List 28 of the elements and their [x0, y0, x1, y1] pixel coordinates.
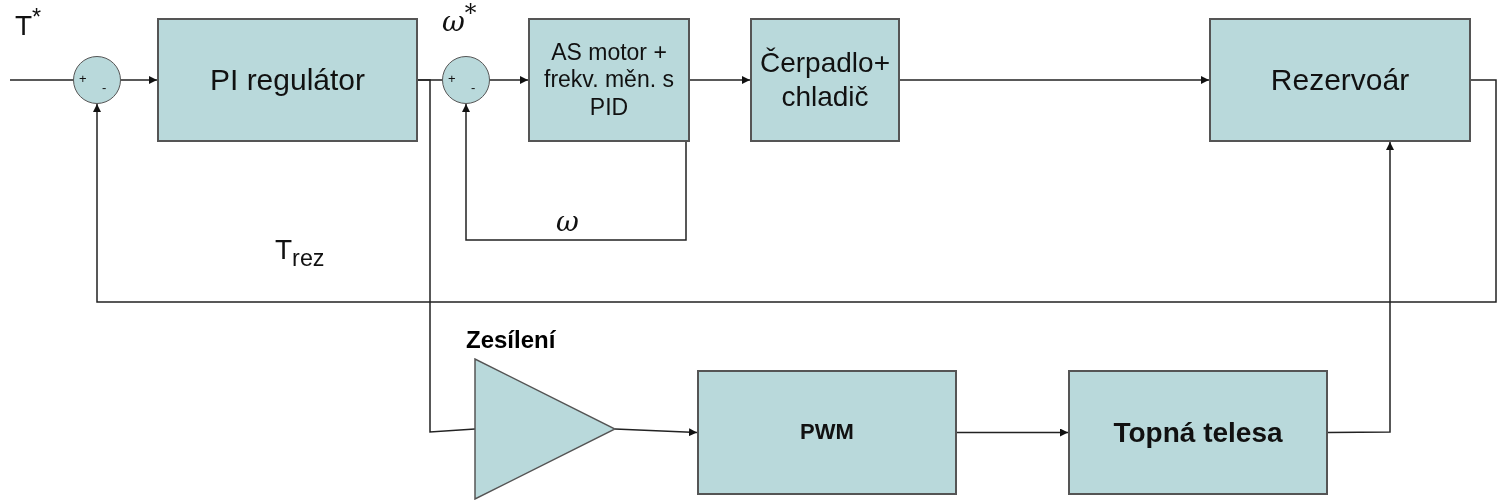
arrow — [1327, 141, 1394, 434]
arrow — [489, 76, 529, 84]
sign-label: + — [448, 72, 456, 85]
connector-line — [9, 79, 74, 81]
sign-label: - — [471, 81, 476, 94]
connector-line — [417, 79, 476, 433]
arrow — [956, 428, 1069, 437]
sign-label: - — [102, 81, 107, 94]
process-box: Rezervoár — [1209, 18, 1471, 142]
arrow — [614, 428, 698, 437]
arrow — [462, 103, 687, 241]
process-box: Topná telesa — [1068, 370, 1328, 495]
edge-label: T$_{rez}$ — [275, 236, 325, 270]
arrow — [689, 76, 751, 84]
edge-label: ω — [556, 208, 579, 236]
process-box: PWM — [697, 370, 957, 495]
edge-label: ω$^{*}$ — [442, 2, 477, 37]
arrow — [93, 79, 1497, 303]
sign-label: + — [79, 72, 87, 85]
edge-label: T$^{*}$ — [15, 6, 42, 41]
arrow — [899, 76, 1210, 84]
process-box: PI regulátor — [157, 18, 418, 142]
arrow — [120, 76, 158, 84]
process-box: AS motor + frekv. měn. s PID — [528, 18, 690, 142]
process-box: Čerpadlo+ chladič — [750, 18, 900, 142]
block-label: Zesílení — [466, 328, 556, 352]
summing-junction — [442, 56, 490, 104]
summing-junction — [73, 56, 121, 104]
